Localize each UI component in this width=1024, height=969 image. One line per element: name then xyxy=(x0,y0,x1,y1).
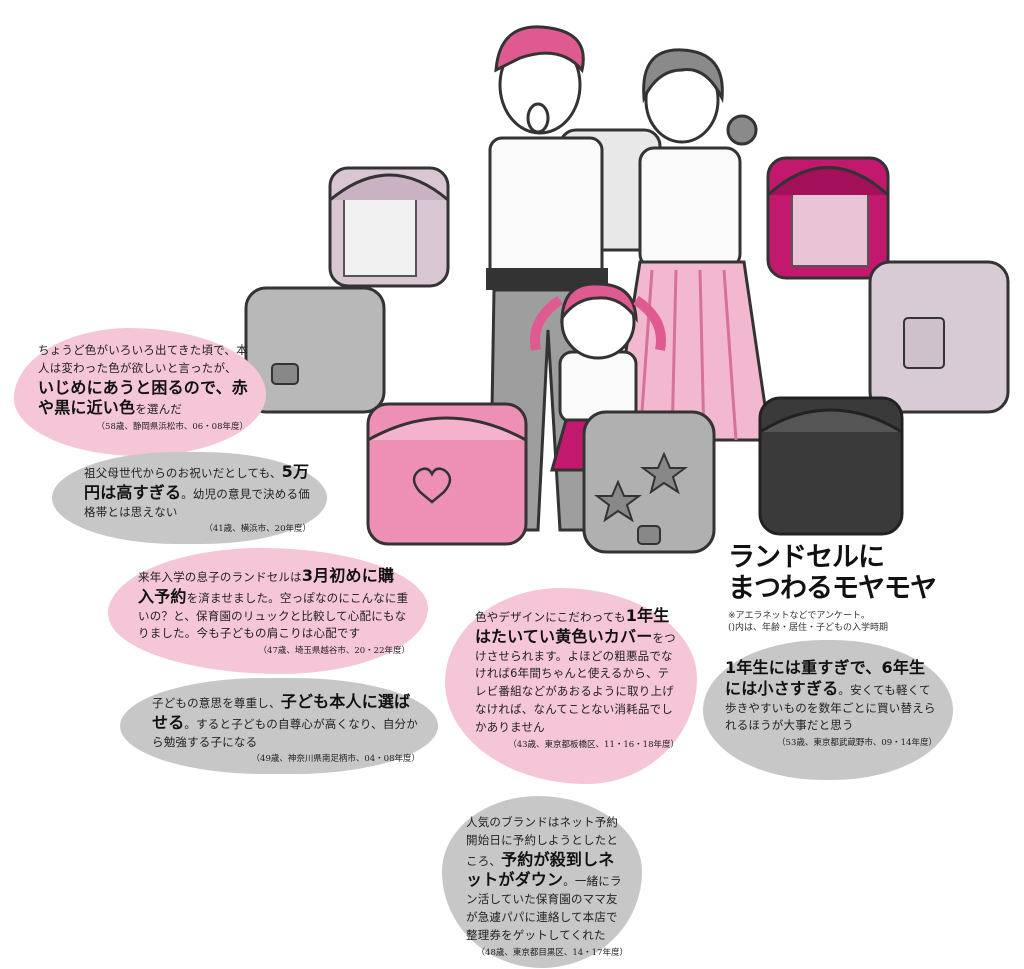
respondent-info: （58歳、静岡県浜松市、06・08年度） xyxy=(96,422,248,433)
mother-figure xyxy=(610,48,772,442)
comment-text: 。すると子どもの自尊心が高くなり、自分から勉強する子になる xyxy=(152,716,418,749)
backpack-pink-hearts xyxy=(366,402,528,546)
respondent-info: （41歳、横浜市、20年度） xyxy=(204,524,311,535)
respondent-info: （48歳、東京都目黒区、14・17年度） xyxy=(476,947,628,958)
feature-title-line-1: ランドセルに xyxy=(728,542,885,573)
comment-highlight: いじめにあうと困るので、赤や黒に近い色 xyxy=(38,377,248,418)
respondent-info: （47歳、埼玉県越谷市、20・22年度） xyxy=(258,646,410,657)
survey-note: ※アエラネットなどでアンケート。 xyxy=(728,611,870,621)
backpack-gray-left xyxy=(244,286,386,414)
respondent-info: （53歳、東京都武蔵野市、09・14年度） xyxy=(777,738,937,749)
backpack-lavender xyxy=(328,166,450,288)
feature-title-line-2: まつわるモヤモヤ xyxy=(728,573,937,605)
comment-highlight: 3月初めに購入予約 xyxy=(138,566,395,606)
comment-highlight: 子ども本人に選ばせる xyxy=(152,692,411,732)
backpack-gray-stars xyxy=(582,410,716,554)
comment-text: を選んだ xyxy=(135,402,183,417)
comment-text: 。安くても軽くて歩きやすいものを数年ごとに買い替えられるほうが大事だと思う xyxy=(725,682,936,733)
comment-text: 子どもの意思を尊重し、 xyxy=(152,696,281,710)
comment-text: をつけさせられます。よほどの粗悪品でなければ6年間ちゃんと使えるから、テレビ番組… xyxy=(475,630,676,734)
comment-bubble-4: 子どもの意思を尊重し、子ども本人に選ばせる。すると子どもの自尊心が高くなり、自分… xyxy=(120,678,438,774)
comment-text: ちょうど色がいろいろ出てきた頃で、本人は変わった色が欲しいと言ったが、 xyxy=(38,343,248,375)
backpack-magenta xyxy=(766,156,890,280)
feature-title: ランドセルに まつわるモヤモヤ xyxy=(728,542,937,605)
comment-bubble-5: 色やデザインにこだわっても1年生はたいてい黄色いカバーをつけさせられます。よほど… xyxy=(445,588,697,784)
comment-text: 人気のブランドはネット予約開始日に予約しようとしたところ、 xyxy=(466,815,619,868)
backpack-silver-right xyxy=(868,260,1010,414)
comment-bubble-6: 1年生には重すぎで、6年生には小さすぎる。安くても軽くて歩きやすいものを数年ごと… xyxy=(703,640,953,780)
comment-bubble-3: 来年入学の息子のランドセルは3月初めに購入予約を済ませました。空っぽなのにこんな… xyxy=(108,548,428,674)
comment-text: 色やデザインにこだわっても xyxy=(475,610,626,624)
comment-highlight: 予約が殺到しネットがダウン xyxy=(466,849,615,890)
comment-bubble-7: 人気のブランドはネット予約開始日に予約しようとしたところ、予約が殺到しネットがダ… xyxy=(442,796,642,968)
respondent-info: （43歳、東京都板橋区、11・16・18年度） xyxy=(508,739,679,750)
comment-highlight: 1年生には重すぎで、6年生には小さすぎる xyxy=(725,658,926,698)
survey-note-legend: ()内は、年齢・居住・子どもの入学時期 xyxy=(728,623,889,633)
comment-text: 来年入学の息子のランドセルは xyxy=(138,570,302,584)
comment-highlight: 5万円は高すぎる xyxy=(84,462,310,502)
comment-highlight: 1年生はたいてい黄色いカバー xyxy=(475,606,670,646)
comment-bubble-2: 祖父母世代からのお祝いだとしても、5万円は高すぎる。幼児の意見で決める価格帯とは… xyxy=(52,452,327,544)
respondent-info: （49歳、神奈川県南足柄市、04・08年度） xyxy=(251,754,420,765)
comment-text: を済ませました。空っぽなのにこんなに重いの？と、保育園のリュックと比較して心配に… xyxy=(138,590,409,641)
comment-bubble-1: ちょうど色がいろいろ出てきた頃で、本人は変わった色が欲しいと言ったが、いじめにあ… xyxy=(14,328,266,456)
comment-text: 。一緒にラン活していた保育園のママ友が急遽パパに連絡して本店で整理券をゲットして… xyxy=(466,874,622,942)
backpack-black xyxy=(758,396,904,536)
comment-text: 。幼児の意見で決める価格帯とは思えない xyxy=(84,486,310,519)
comment-text: 祖父母世代からのお祝いだとしても、 xyxy=(84,466,282,480)
